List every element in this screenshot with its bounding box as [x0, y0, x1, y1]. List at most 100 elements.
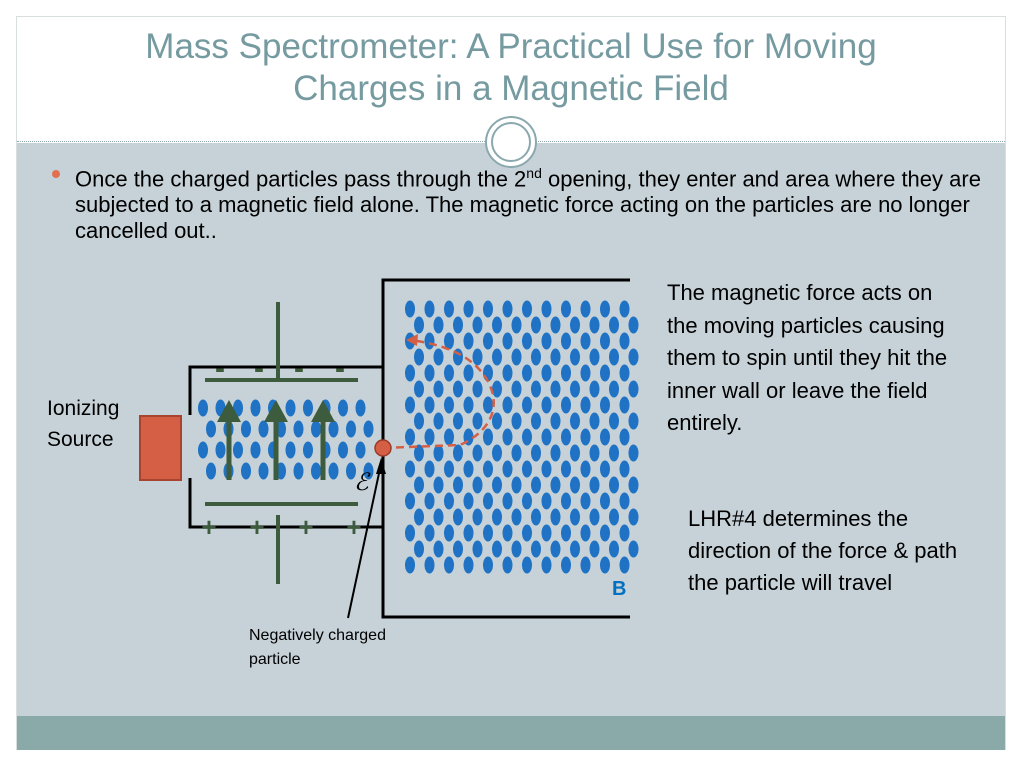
- field-dot: [414, 444, 424, 462]
- field-dot: [561, 364, 571, 382]
- field-dot: [570, 380, 580, 398]
- field-dot: [502, 556, 513, 574]
- field-dot: [206, 420, 216, 438]
- field-dot: [511, 444, 522, 462]
- field-dot: [628, 380, 639, 398]
- field-dot: [522, 428, 532, 446]
- field-dot: [600, 332, 610, 350]
- field-dot: [580, 492, 591, 510]
- field-dot: [414, 316, 424, 334]
- field-dot: [472, 476, 483, 494]
- field-dot: [463, 332, 474, 350]
- field-dot: [522, 524, 532, 542]
- bullet-text: Once the charged particles pass through …: [48, 160, 985, 244]
- field-dot: [502, 460, 513, 478]
- field-dot: [338, 441, 348, 459]
- field-dot: [511, 348, 522, 366]
- field-dot: [338, 399, 348, 417]
- field-dot: [405, 492, 415, 510]
- field-dot: [600, 396, 610, 414]
- field-arrow-head-icon: [311, 400, 335, 422]
- field-dot: [444, 460, 454, 478]
- field-dot: [311, 462, 321, 480]
- field-dot: [444, 556, 454, 574]
- field-dot: [600, 300, 610, 318]
- field-dot: [405, 460, 415, 478]
- field-dot: [453, 380, 463, 398]
- field-dot: [258, 462, 269, 480]
- field-dot: [433, 316, 444, 334]
- field-dot: [502, 428, 513, 446]
- field-dot: [405, 428, 415, 446]
- field-dot: [215, 441, 226, 459]
- field-dot: [609, 540, 619, 558]
- field-dot: [424, 396, 435, 414]
- field-dot: [502, 364, 513, 382]
- field-dot: [241, 420, 251, 438]
- field-dot: [424, 332, 435, 350]
- field-dot: [609, 380, 619, 398]
- field-dot: [198, 441, 208, 459]
- bullet-superscript: nd: [526, 165, 542, 181]
- field-dot: [414, 380, 424, 398]
- field-dot: [531, 348, 541, 366]
- field-dot: [472, 348, 483, 366]
- field-dot: [472, 412, 483, 430]
- field-dot: [619, 460, 630, 478]
- field-dot: [433, 444, 444, 462]
- field-dot: [600, 524, 610, 542]
- field-dot: [522, 332, 532, 350]
- field-dot: [561, 460, 571, 478]
- field-dot: [363, 420, 374, 438]
- field-dot: [363, 462, 374, 480]
- field-dot: [619, 300, 630, 318]
- field-dot: [483, 332, 493, 350]
- field-dot: [600, 492, 610, 510]
- field-dot: [463, 300, 474, 318]
- plus-sign: +: [201, 512, 216, 542]
- field-dot: [502, 492, 513, 510]
- field-dot: [628, 508, 639, 526]
- field-dot: [424, 300, 435, 318]
- field-dot: [444, 332, 454, 350]
- field-dot: [285, 441, 296, 459]
- title-line-1: Mass Spectrometer: A Practical Use for M…: [145, 27, 877, 66]
- particle-path: [382, 338, 495, 450]
- field-dot: [541, 492, 552, 510]
- field-dot: [628, 476, 639, 494]
- field-dot: [483, 396, 493, 414]
- field-dot: [206, 462, 216, 480]
- field-dot: [541, 364, 552, 382]
- field-dot: [198, 399, 208, 417]
- negative-particle: [374, 439, 392, 457]
- ionizing-label-line1: Ionizing: [47, 397, 120, 420]
- field-dot: [472, 316, 483, 334]
- plus-signs: + + + +: [201, 512, 361, 542]
- minus-sign: -: [254, 352, 264, 385]
- field-dot: [609, 444, 619, 462]
- field-dot: [522, 492, 532, 510]
- field-dot: [600, 428, 610, 446]
- field-dot: [570, 316, 580, 334]
- field-dot: [414, 348, 424, 366]
- emf-symbol: ℰ: [354, 468, 369, 496]
- field-dot: [453, 444, 463, 462]
- field-dot: [589, 476, 600, 494]
- field-dot: [550, 412, 561, 430]
- field-dot: [589, 508, 600, 526]
- field-dot: [405, 524, 415, 542]
- minus-sign: -: [294, 352, 304, 385]
- field-dot: [492, 476, 502, 494]
- field-dot: [522, 460, 532, 478]
- field-dot: [600, 460, 610, 478]
- minus-sign: -: [335, 352, 345, 385]
- field-dot: [463, 460, 474, 478]
- field-dot: [346, 462, 356, 480]
- field-dot: [531, 476, 541, 494]
- field-dot: [433, 348, 444, 366]
- field-dot: [541, 556, 552, 574]
- field-dot: [589, 412, 600, 430]
- field-dot: [433, 540, 444, 558]
- field-dot: [453, 412, 463, 430]
- field-dot: [550, 316, 561, 334]
